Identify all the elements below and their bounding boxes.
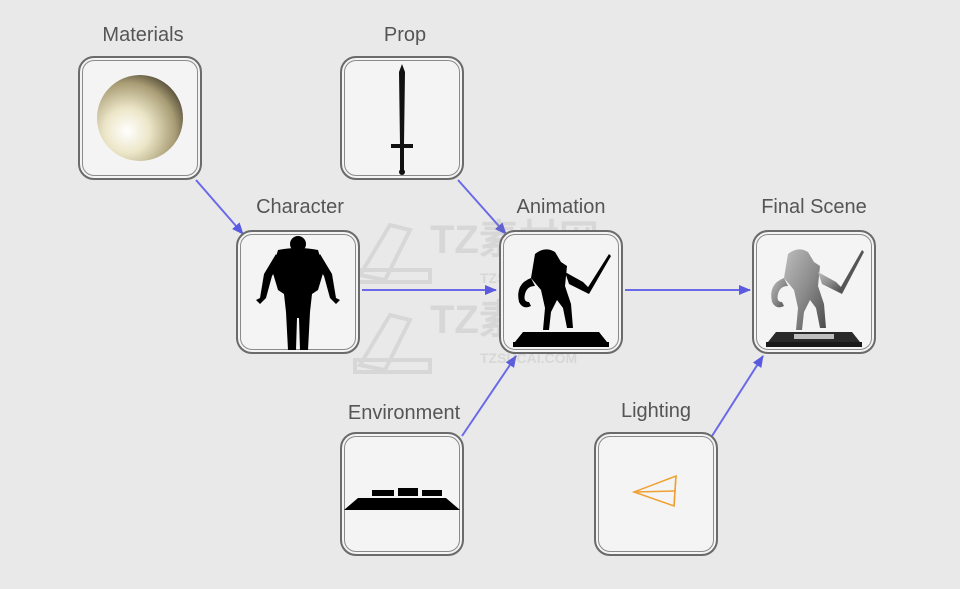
final-scene-node[interactable] xyxy=(752,230,876,354)
sphere-icon xyxy=(97,75,183,161)
environment-label: Environment xyxy=(347,402,461,424)
animated-creature-icon xyxy=(513,249,611,347)
spotlight-icon xyxy=(631,474,677,508)
character-label: Character xyxy=(256,196,344,218)
animation-label: Animation xyxy=(516,196,606,218)
prop-label: Prop xyxy=(383,24,427,46)
materials-label: Materials xyxy=(102,24,184,46)
rendered-scene-icon xyxy=(766,249,864,347)
lighting-label: Lighting xyxy=(620,400,692,422)
edge-materials-character xyxy=(195,179,244,235)
prop-node[interactable] xyxy=(340,56,464,180)
environment-node[interactable] xyxy=(340,432,464,556)
sword-icon xyxy=(391,64,413,175)
final-scene-label: Final Scene xyxy=(761,196,867,218)
materials-node[interactable] xyxy=(78,56,202,180)
animation-node[interactable] xyxy=(499,230,623,354)
edge-environment-animation xyxy=(461,355,517,437)
lighting-node[interactable] xyxy=(594,432,718,556)
platform-icon xyxy=(344,488,460,510)
character-silhouette-icon xyxy=(256,236,340,350)
edge-lighting-finalscene xyxy=(711,355,764,437)
character-node[interactable] xyxy=(236,230,360,354)
edge-prop-animation xyxy=(457,179,507,235)
